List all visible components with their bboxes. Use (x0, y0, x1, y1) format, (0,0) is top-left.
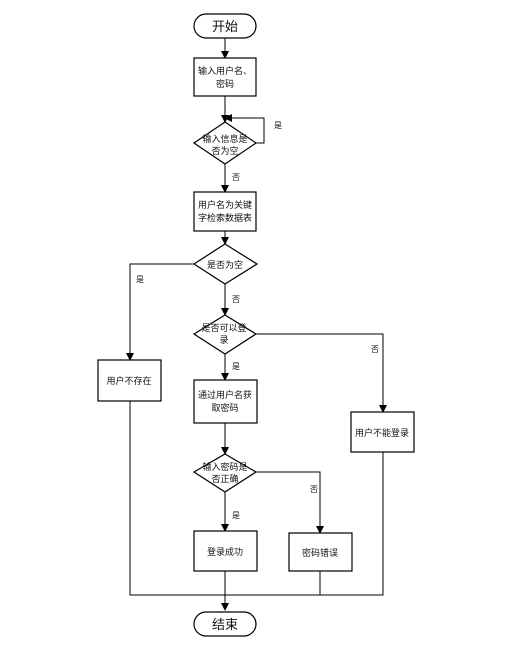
edge-pwdcheck-no-error (256, 471, 324, 534)
process-shape (288, 532, 353, 572)
decision-shape (192, 314, 258, 355)
input-credentials-label-line1: 输入用户名、 (198, 65, 252, 77)
node-check-empty: 输入信息是 否为空 (192, 121, 258, 165)
node-password-correct: 输入密码是 否正确 (192, 453, 258, 493)
process-shape (97, 359, 162, 402)
search-table-label-line2: 字检索数据表 (198, 212, 252, 224)
process-shape (350, 411, 415, 453)
password-error-label: 密码错误 (302, 547, 338, 559)
node-search-table: 用户名为关键 字检索数据表 (193, 191, 257, 232)
node-input-credentials: 输入用户名、 密码 (193, 57, 257, 97)
edge-result-yes-notexist (126, 263, 194, 361)
edge-label-no: 否 (371, 345, 379, 354)
decision-shape (192, 243, 259, 285)
node-end: 结束 (193, 611, 257, 637)
decision-shape (192, 453, 258, 493)
start-label: 开始 (212, 20, 238, 35)
connectors (126, 38, 387, 611)
node-can-login: 是否可以登 录 (192, 314, 258, 355)
edge-label-no: 否 (310, 485, 318, 494)
password-correct-label-line2: 否正确 (211, 473, 238, 485)
end-label: 结束 (212, 618, 238, 633)
node-start: 开始 (193, 13, 257, 39)
password-correct-label-line1: 输入密码是 (202, 461, 247, 473)
edge-merge-bus (129, 401, 384, 596)
process-shape (193, 530, 258, 572)
cannot-login-label: 用户不能登录 (355, 427, 409, 439)
search-table-label-line1: 用户名为关键 (198, 199, 252, 211)
user-not-exist-label: 用户不存在 (106, 375, 151, 387)
edge-label-no: 否 (232, 295, 240, 304)
edge-label-yes: 是 (232, 511, 240, 520)
decision-shape (192, 121, 258, 165)
check-empty-label-line1: 输入信息是 (202, 133, 247, 145)
edge-labels: 是 否 是 否 是 否 是 否 (136, 121, 379, 520)
edge-label-yes: 是 (274, 121, 282, 130)
result-empty-label: 是否为空 (207, 259, 243, 271)
get-password-label-line2: 取密码 (211, 402, 238, 414)
node-user-not-exist: 用户不存在 (97, 359, 162, 402)
node-get-password: 通过用户名获 取密码 (193, 379, 258, 424)
process-shape (193, 379, 258, 424)
edge-label-no: 否 (232, 173, 240, 182)
edge-label-yes: 是 (232, 362, 240, 371)
input-credentials-label-line2: 密码 (216, 78, 234, 90)
edge-label-yes: 是 (136, 275, 144, 284)
process-shape (193, 191, 257, 232)
node-password-error: 密码错误 (288, 532, 353, 572)
check-empty-label-line2: 否为空 (211, 145, 238, 157)
node-result-empty: 是否为空 (192, 243, 259, 285)
node-login-success: 登录成功 (193, 530, 258, 572)
can-login-label-line1: 是否可以登 (201, 323, 246, 334)
terminal-shape (193, 611, 257, 637)
edge-canlogin-no-cannot (256, 333, 387, 413)
can-login-label-line2: 录 (219, 335, 228, 346)
login-success-label: 登录成功 (207, 546, 243, 558)
process-shape (193, 57, 257, 97)
node-cannot-login: 用户不能登录 (350, 411, 415, 453)
edge-check-yes-loop (224, 114, 265, 144)
terminal-shape (193, 13, 257, 39)
get-password-label-line1: 通过用户名获 (198, 389, 252, 401)
